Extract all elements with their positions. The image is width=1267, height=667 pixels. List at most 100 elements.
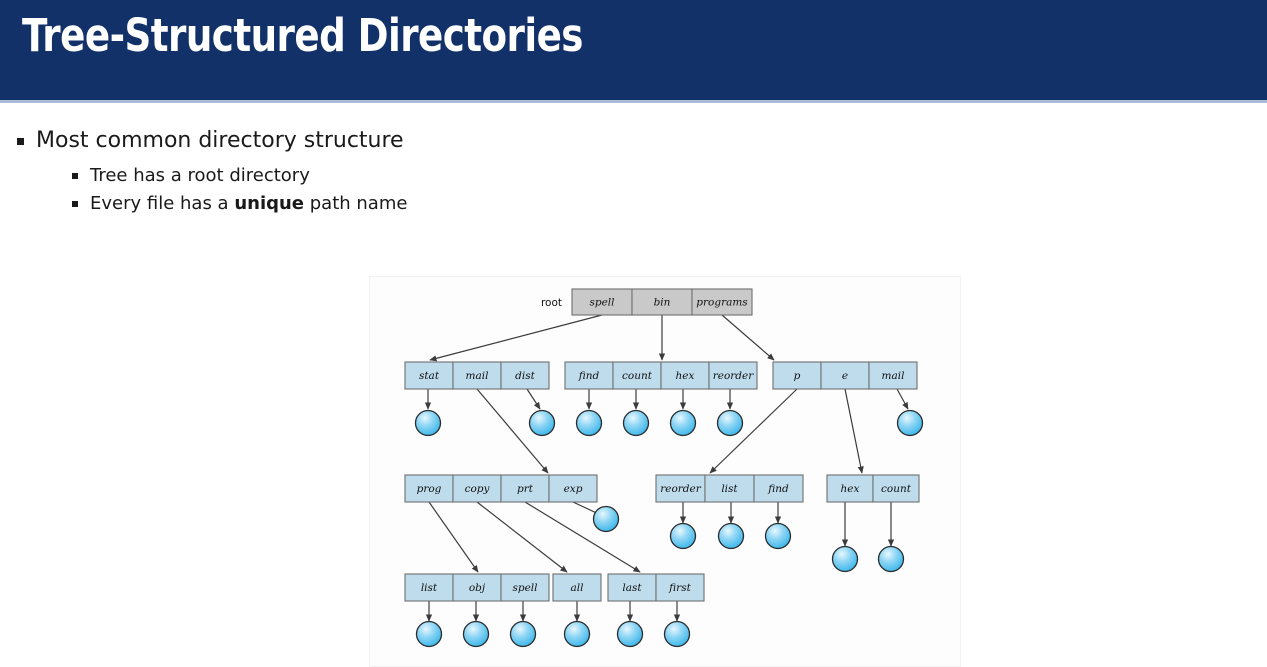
directory-cell-label: find	[578, 370, 600, 382]
bullet-item-2: Tree has a root directory	[0, 162, 700, 190]
directory-cell-obj[interactable]	[452, 573, 502, 602]
directory-cell-prt[interactable]	[500, 474, 550, 503]
file-node-circle[interactable]	[509, 620, 537, 648]
file-node-circle[interactable]	[896, 409, 924, 437]
bullet-text-after: path name	[304, 193, 408, 214]
directory-cell-label: count	[881, 483, 912, 495]
directory-cell-label: p	[794, 370, 801, 382]
directory-cell-programs[interactable]	[691, 288, 753, 316]
file-list-4[interactable]	[415, 620, 443, 648]
bullet-marker-icon	[72, 201, 78, 207]
file-node-circle[interactable]	[717, 522, 745, 550]
bullet-text-before: Every file has a	[90, 193, 235, 214]
directory-cell-count[interactable]	[872, 474, 920, 503]
directory-cell-all[interactable]	[552, 573, 602, 602]
tree-edges	[424, 314, 909, 622]
file-node-circle[interactable]	[528, 409, 556, 437]
file-hex-3[interactable]	[831, 545, 859, 573]
file-hex[interactable]	[669, 409, 697, 437]
directory-cell-last[interactable]	[607, 573, 657, 602]
directory-cell-label: last	[622, 582, 642, 594]
file-node-circle[interactable]	[414, 409, 442, 437]
directory-cell-label: reorder	[713, 370, 755, 382]
file-find[interactable]	[575, 409, 603, 437]
directory-cell-label: bin	[654, 297, 671, 309]
directory-cell-reorder[interactable]	[708, 361, 758, 390]
file-node-circle[interactable]	[831, 545, 859, 573]
directory-cell-e[interactable]	[820, 361, 870, 390]
file-node-circle[interactable]	[877, 545, 905, 573]
bullet-text: Most common directory structure	[36, 128, 404, 153]
directory-cell-count[interactable]	[612, 361, 662, 390]
directory-cell-label: mail	[466, 370, 489, 382]
file-obj-4[interactable]	[462, 620, 490, 648]
directory-cell-list[interactable]	[704, 474, 755, 503]
directory-cell-label: dist	[515, 370, 535, 382]
directory-cell-prog[interactable]	[404, 474, 454, 503]
edge-p-reorder3	[709, 388, 798, 474]
directory-cell-label: exp	[564, 483, 583, 495]
bullet-marker-icon	[72, 173, 78, 179]
file-list-3[interactable]	[717, 522, 745, 550]
directory-cell-find[interactable]	[564, 361, 614, 390]
bullet-item-1: Most common directory structure	[0, 126, 700, 156]
file-reorder[interactable]	[716, 409, 744, 437]
bullet-text-emphasis: unique	[234, 193, 305, 214]
directory-cell-mail[interactable]	[452, 361, 502, 390]
directory-cell-hex[interactable]	[826, 474, 874, 503]
file-exp[interactable]	[592, 505, 620, 533]
directory-cell-label: copy	[465, 483, 491, 495]
directory-cell-label: hex	[841, 483, 860, 495]
file-node-circle[interactable]	[592, 505, 620, 533]
file-find-3[interactable]	[764, 522, 792, 550]
file-node-circle[interactable]	[563, 620, 591, 648]
directory-cell-label: find	[767, 483, 789, 495]
directory-cell-mail[interactable]	[868, 361, 918, 390]
page-title: Tree-Structured Directories	[22, 9, 583, 62]
file-dist[interactable]	[528, 409, 556, 437]
directory-cell-label: prog	[417, 483, 442, 495]
file-count-3[interactable]	[877, 545, 905, 573]
file-last-4[interactable]	[616, 620, 644, 648]
edge-e-hex3	[844, 388, 864, 474]
file-node-circle[interactable]	[663, 620, 691, 648]
directory-cell-spell[interactable]	[500, 573, 550, 602]
directory-cell-dist[interactable]	[500, 361, 550, 390]
file-node-circle[interactable]	[669, 409, 697, 437]
directory-cell-list[interactable]	[404, 573, 454, 602]
directory-cell-exp[interactable]	[548, 474, 598, 503]
file-mail-right[interactable]	[896, 409, 924, 437]
directory-cell-find[interactable]	[753, 474, 804, 503]
directory-cell-p[interactable]	[772, 361, 822, 390]
file-node-circle[interactable]	[716, 409, 744, 437]
file-node-circle[interactable]	[462, 620, 490, 648]
directory-cell-label: obj	[469, 582, 486, 594]
file-first-4[interactable]	[663, 620, 691, 648]
file-node-circle[interactable]	[669, 522, 697, 550]
directory-cell-bin[interactable]	[631, 288, 693, 316]
file-node-circle[interactable]	[622, 409, 650, 437]
file-spell-4[interactable]	[509, 620, 537, 648]
file-node-circle[interactable]	[616, 620, 644, 648]
directory-cell-stat[interactable]	[404, 361, 454, 390]
edge-dist-file	[526, 388, 541, 410]
file-node-circle[interactable]	[575, 409, 603, 437]
edge-copy-all	[476, 501, 568, 573]
directory-cell-first[interactable]	[655, 573, 705, 602]
file-node-circle[interactable]	[764, 522, 792, 550]
directory-cell-label: all	[571, 582, 584, 594]
bullet-list: Most common directory structure Tree has…	[0, 126, 700, 218]
directory-cell-label: mail	[882, 370, 905, 382]
file-count[interactable]	[622, 409, 650, 437]
file-stat[interactable]	[414, 409, 442, 437]
file-reorder-3[interactable]	[669, 522, 697, 550]
directory-cell-spell[interactable]	[571, 288, 633, 316]
directory-cell-hex[interactable]	[660, 361, 710, 390]
file-node-circle[interactable]	[415, 620, 443, 648]
file-all-4[interactable]	[563, 620, 591, 648]
edge-root-programs	[721, 314, 775, 361]
edge-mail2-file	[896, 388, 909, 410]
